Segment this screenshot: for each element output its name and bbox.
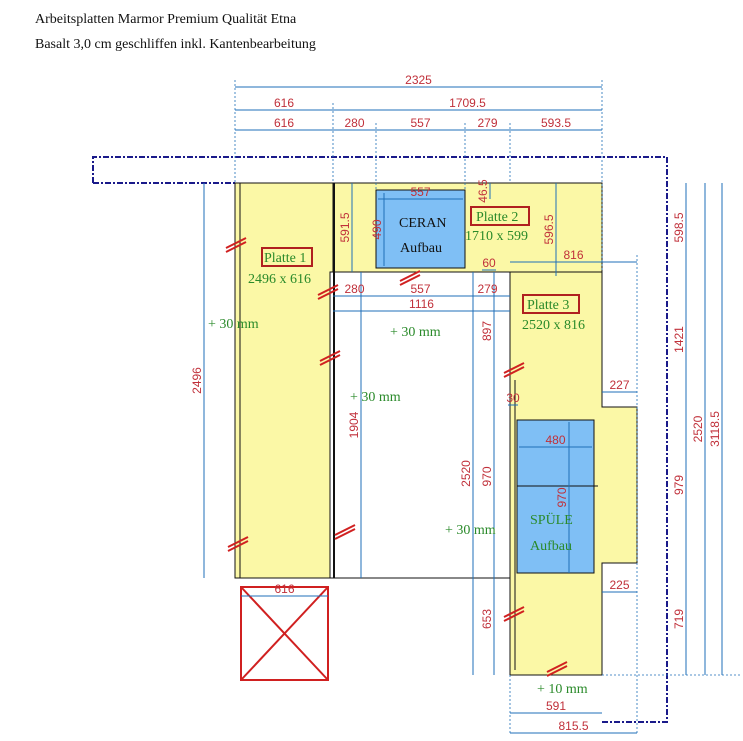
dimension-label: 30 [506, 391, 520, 405]
dimension-label: 1904 [347, 411, 361, 438]
plate-2-label-box [470, 206, 530, 226]
dimension-label: 593.5 [541, 116, 571, 130]
dimension-label: 616 [274, 116, 294, 130]
dimension-label: 3118.5 [708, 411, 722, 447]
dimension-label: 280 [344, 116, 364, 130]
dimensions: 2325 616 1709.5 616 280 557 279 593.5 2496 591.5 4… [190, 73, 740, 735]
joint-mark [399, 270, 421, 282]
crossed-box [240, 586, 329, 681]
joint-mark [546, 665, 568, 677]
joint-mark [225, 241, 247, 253]
dimension-label: 2520 [459, 460, 473, 487]
dimension-label: 970 [555, 487, 569, 507]
edge-note: + 10 mm [537, 682, 588, 697]
dimension-label: 2520 [691, 415, 705, 442]
joint-marks [225, 237, 568, 677]
dimension-label: 598.5 [672, 212, 686, 242]
dimension-label: 1709.5 [449, 96, 486, 110]
joint-mark [399, 274, 421, 286]
plate-3-size: 2520 x 816 [522, 318, 585, 333]
joint-mark [546, 661, 568, 673]
plate-2-name: Platte 2 [476, 210, 518, 225]
dimension-label: 591.5 [338, 212, 352, 242]
plate-2-size: 1710 x 599 [465, 229, 528, 244]
dimension-label: 60 [482, 256, 496, 270]
plate-3-label-box [522, 294, 580, 314]
joint-mark [227, 540, 249, 552]
joint-mark [334, 528, 356, 540]
dimension-label: 591 [546, 699, 566, 713]
joint-mark [503, 362, 525, 374]
dimension-label: 46.5 [476, 179, 490, 203]
sink-label: SPÜLE [530, 511, 573, 528]
wall-outline [92, 156, 668, 723]
joint-mark [317, 284, 339, 296]
sink-sublabel: Aufbau [530, 539, 572, 554]
edge-note: + 30 mm [350, 390, 401, 405]
dimension-label: 979 [672, 475, 686, 495]
plate-1-name: Platte 1 [264, 251, 306, 266]
dimension-label: 1116 [409, 297, 434, 311]
dimension-label: 557 [410, 185, 430, 199]
joint-mark [319, 354, 341, 366]
dimension-label: 816 [563, 248, 583, 262]
plate-1 [234, 182, 334, 579]
joint-mark [503, 366, 525, 378]
dimension-label: 616 [274, 582, 294, 596]
plate-1-label-box [261, 247, 313, 267]
dimension-label: 557 [410, 116, 430, 130]
dimension-label: 225 [609, 578, 629, 592]
dimension-label: 815.5 [558, 719, 588, 733]
dimension-label: 653 [480, 609, 494, 629]
dimension-label: 596.5 [542, 214, 556, 244]
title-line-1: Arbeitsplatten Marmor Premium Qualität E… [35, 12, 297, 27]
dimension-label: 719 [672, 609, 686, 629]
dimension-label: 897 [480, 321, 494, 341]
dimension-label: 280 [344, 282, 364, 296]
dimension-label: 2496 [190, 367, 204, 394]
joint-mark [503, 610, 525, 622]
inner-space [329, 271, 511, 579]
plate-3-name: Platte 3 [527, 298, 569, 313]
dimension-label: 970 [480, 466, 494, 486]
joint-mark [227, 536, 249, 548]
joint-mark [334, 524, 356, 536]
ceran-sublabel: Aufbau [400, 241, 442, 256]
dimension-label: 616 [274, 96, 294, 110]
joint-mark [317, 288, 339, 300]
plate-1-size: 2496 x 616 [248, 272, 311, 287]
dimension-label: 227 [609, 378, 629, 392]
dimension-label: 2325 [405, 73, 432, 87]
joint-mark [319, 350, 341, 362]
dimension-label: 480 [545, 433, 565, 447]
dimension-label: 1421 [672, 326, 686, 353]
joint-mark [503, 606, 525, 618]
dimension-label: 490 [370, 219, 384, 239]
edge-note: + 30 mm [445, 523, 496, 538]
dimension-label: 557 [410, 282, 430, 296]
plate-joint [333, 183, 335, 578]
dimension-label: 279 [477, 282, 497, 296]
dimension-label: 279 [477, 116, 497, 130]
edge-note: + 30 mm [208, 317, 259, 332]
ceran-cutout [375, 189, 466, 269]
title-line-2: Basalt 3,0 cm geschliffen inkl. Kantenbe… [35, 37, 316, 52]
edge-note: + 30 mm [390, 325, 441, 340]
joint-mark [225, 237, 247, 249]
ceran-label: CERAN [399, 216, 446, 231]
sink-cutout [516, 419, 595, 574]
